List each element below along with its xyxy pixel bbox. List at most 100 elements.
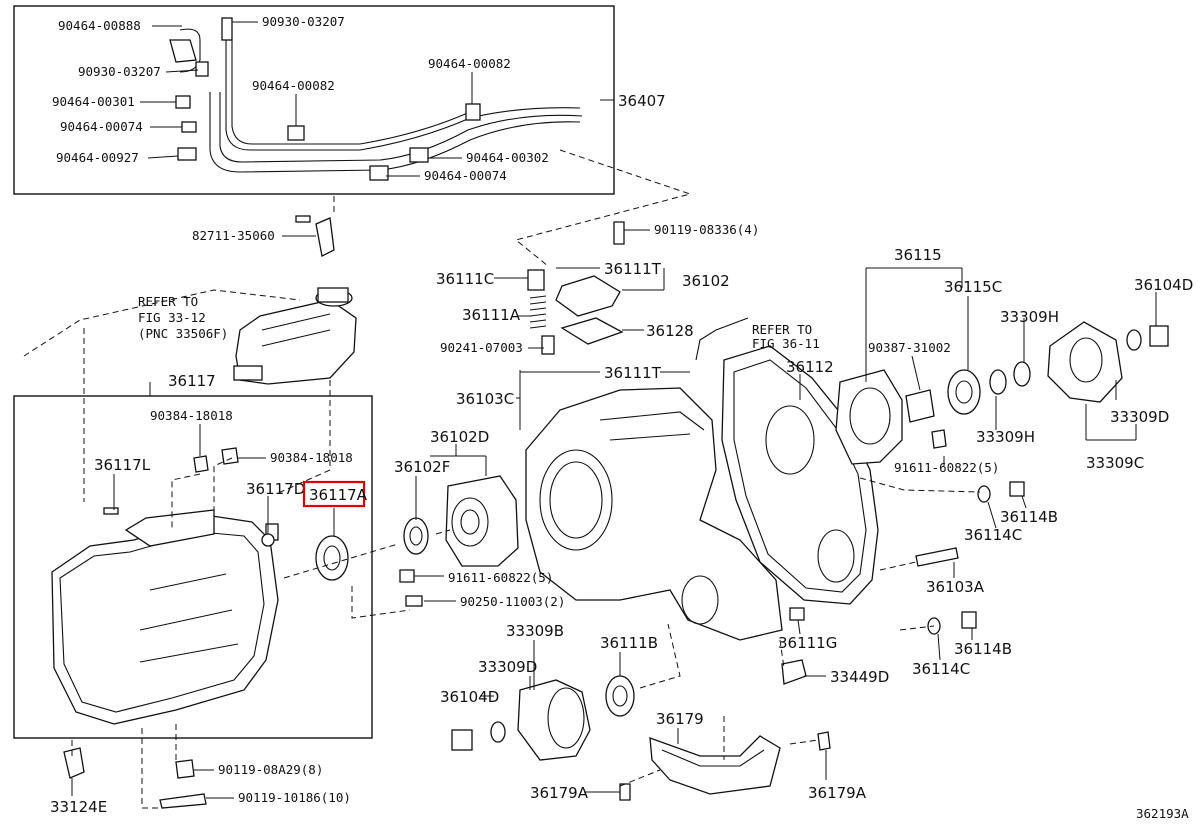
part-label[interactable]: 90464-00074 <box>60 119 143 134</box>
part-label[interactable]: 36179 <box>656 710 704 728</box>
part-label[interactable]: 90384-18018 <box>150 408 233 423</box>
svg-text:FIG 36-11: FIG 36-11 <box>752 336 820 351</box>
part-label[interactable]: 36111T <box>604 260 662 278</box>
part-label[interactable]: 90464-00082 <box>252 78 335 93</box>
plug-36114b-b <box>961 611 977 629</box>
part-label[interactable]: 36114B <box>954 640 1012 658</box>
bolt-36103a <box>915 547 959 567</box>
bracket-33449d <box>781 659 807 685</box>
part-label[interactable]: 36114C <box>964 526 1022 544</box>
part-label[interactable]: 90464-00082 <box>428 56 511 71</box>
part-label[interactable]: 36128 <box>646 322 694 340</box>
part-label[interactable]: 90119-10186(10) <box>238 790 351 805</box>
part-label[interactable]: 36102F <box>394 458 450 476</box>
extension-housing-group-box <box>13 395 373 739</box>
assembly-dashed-lines <box>23 149 981 809</box>
transfer-front-case <box>525 387 783 641</box>
part-label[interactable]: 36103C <box>456 390 514 408</box>
part-label[interactable]: 82711-35060 <box>192 228 275 243</box>
bolt-90119-08a29 <box>175 759 195 779</box>
part-label-selected[interactable]: 36117A <box>309 486 368 504</box>
part-label[interactable]: 36179A <box>530 784 589 802</box>
part-label[interactable]: 36407 <box>618 92 666 110</box>
part-label[interactable]: 36115C <box>944 278 1002 296</box>
part-label[interactable]: 33309H <box>976 428 1035 446</box>
part-label[interactable]: 36111C <box>436 270 494 288</box>
seal-33309h-b <box>1013 361 1031 387</box>
part-label[interactable]: 90387-31002 <box>868 340 951 355</box>
bolt-90119-10186 <box>159 793 207 809</box>
part-label[interactable]: 36111A <box>462 306 521 324</box>
part-label[interactable]: 90464-00927 <box>56 150 139 165</box>
part-label[interactable]: 33309C <box>1086 454 1144 472</box>
sleeve-90384-a <box>193 455 209 473</box>
bolt-36179a-left <box>619 783 631 801</box>
breather-hose-assembly <box>169 17 583 257</box>
part-label[interactable]: 36102 <box>682 272 730 290</box>
nut-36104d-front <box>451 729 473 751</box>
part-label[interactable]: 91611-60822(5) <box>894 460 999 475</box>
oil-pump-36102d <box>445 475 519 567</box>
part-label[interactable]: 90464-00074 <box>424 168 507 183</box>
part-label[interactable]: 36114C <box>912 660 970 678</box>
diagram-id: 362193A <box>1136 806 1189 821</box>
sleeve-90387 <box>905 389 935 423</box>
part-label[interactable]: 36102D <box>430 428 489 446</box>
part-label[interactable]: 36111G <box>778 634 837 652</box>
companion-flange-33309c <box>1047 321 1123 403</box>
seal-33309h-a <box>989 369 1007 395</box>
svg-text:FIG 33-12: FIG 33-12 <box>138 310 206 325</box>
part-label[interactable]: 90464-00888 <box>58 18 141 33</box>
washer-36114c-a <box>977 485 991 503</box>
part-label[interactable]: 90250-11003(2) <box>460 594 565 609</box>
shift-actuator-housing <box>233 287 357 385</box>
part-label[interactable]: 90119-08A29(8) <box>218 762 323 777</box>
part-label[interactable]: 90930-03207 <box>78 64 161 79</box>
refer-note-fig36[interactable]: REFER TO FIG 36-11 <box>752 322 820 351</box>
part-label[interactable]: 90464-00301 <box>52 94 135 109</box>
nut-36104d <box>1149 325 1169 347</box>
part-label[interactable]: 33309B <box>506 622 564 640</box>
sleeve-90384-b <box>221 447 239 465</box>
part-label[interactable]: 36112 <box>786 358 834 376</box>
part-label[interactable]: 36103A <box>926 578 985 596</box>
part-label[interactable]: 90119-08336(4) <box>654 222 759 237</box>
washer-33309d-front <box>490 721 506 743</box>
oil-seal-36111b <box>605 675 635 717</box>
part-label[interactable]: 33124E <box>50 798 107 816</box>
part-label[interactable]: 33309D <box>1110 408 1169 426</box>
transfer-rear-case-36112 <box>721 345 879 605</box>
part-label[interactable]: 36104D <box>440 688 499 706</box>
dowel-36111g <box>789 607 805 621</box>
part-label[interactable]: 36111T <box>604 364 662 382</box>
part-label[interactable]: 36115 <box>894 246 942 264</box>
part-label[interactable]: 36117L <box>94 456 151 474</box>
skid-plate-36179 <box>649 735 781 795</box>
part-label[interactable]: 90384-18018 <box>270 450 353 465</box>
part-label[interactable]: 36117 <box>168 372 216 390</box>
bolt-91611-center <box>399 569 415 583</box>
part-label[interactable]: 91611-60822(5) <box>448 570 553 585</box>
plug-36117d <box>261 533 275 547</box>
part-labels: 90464-00888 90930-03207 90930-03207 9046… <box>50 14 1193 816</box>
shift-cover-36102 <box>555 275 624 345</box>
part-label[interactable]: 90241-07003 <box>440 340 523 355</box>
part-label[interactable]: 36104D <box>1134 276 1193 294</box>
svg-text:REFER TO: REFER TO <box>138 294 198 309</box>
bearing-36117a <box>315 535 349 581</box>
refer-note-fig33[interactable]: REFER TO FIG 33-12 (PNC 33506F) <box>138 294 228 341</box>
part-label[interactable]: 36114B <box>1000 508 1058 526</box>
bearing-36115c <box>947 369 981 415</box>
part-label[interactable]: 36179A <box>808 784 867 802</box>
part-label[interactable]: 33309H <box>1000 308 1059 326</box>
part-label[interactable]: 90930-03207 <box>262 14 345 29</box>
part-label[interactable]: 36111B <box>600 634 658 652</box>
washer-33309d <box>1126 329 1142 351</box>
extension-housing <box>51 507 279 725</box>
part-label[interactable]: 90464-00302 <box>466 150 549 165</box>
part-label[interactable]: 33309D <box>478 658 537 676</box>
selected-part-highlight <box>302 480 366 508</box>
part-label[interactable]: 36117D <box>246 480 305 498</box>
part-label[interactable]: 33449D <box>830 668 889 686</box>
